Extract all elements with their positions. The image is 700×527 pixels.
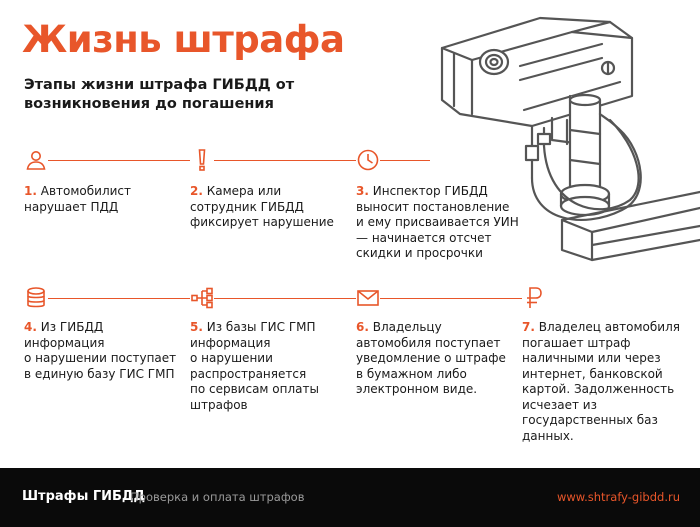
footer-tagline: Проверка и оплата штрафов [130, 490, 305, 504]
step-number: 5. [190, 320, 203, 334]
step-text-line: погашает штраф [522, 335, 631, 350]
ruble-icon [522, 286, 546, 310]
step-text-line: в бумажном либо [356, 366, 467, 381]
timeline-line [24, 298, 524, 299]
step-text-line: информация [24, 335, 105, 350]
step-number: 2. [190, 184, 203, 198]
step-text-line: — начинается отсчет [356, 230, 492, 245]
timeline-line [24, 160, 430, 161]
step-number: 6. [356, 320, 369, 334]
person-icon [24, 148, 48, 172]
timeline-row-2 [24, 286, 700, 310]
step-text-line: картой. Задолженность [522, 382, 675, 396]
step-text-line: о нарушении поступает [24, 351, 177, 365]
step-number: 3. [356, 184, 369, 198]
step-text-line: выносит постановление [356, 199, 510, 214]
step-text-line: и ему присваивается УИН [356, 215, 519, 229]
timeline-row-1 [24, 148, 700, 172]
step-text-line: данных. [522, 428, 574, 443]
page-title: Жизнь штрафа [22, 18, 345, 61]
step-text-line: нарушает ПДД [24, 199, 119, 214]
envelope-icon [356, 286, 380, 310]
step-text-line: Камера или [206, 184, 282, 198]
step-text-line: в единую базу ГИС ГМП [24, 366, 175, 381]
clock-icon [356, 148, 380, 172]
step-text-line: уведомление о штрафе [356, 351, 506, 365]
database-icon [24, 286, 48, 310]
exclamation-icon [190, 148, 214, 172]
step-number: 4. [24, 320, 37, 334]
footer-site-link[interactable]: www.shtrafy-gibdd.ru [556, 490, 680, 504]
page-subtitle: Этапы жизни штрафа ГИБДД от возникновени… [24, 77, 295, 112]
step-text-line: сотрудник ГИБДД [190, 199, 304, 214]
step-text-line: Автомобилист [40, 184, 132, 198]
step-text-line: исчезает из [522, 397, 597, 412]
network-icon [190, 286, 214, 310]
step-text-line: скидки и просрочки [356, 246, 483, 260]
step-text-line: распространяется [190, 366, 307, 381]
step-text-line: интернет, банковской [522, 366, 663, 381]
step-text-line: наличными или через [522, 351, 661, 365]
step-number: 1. [24, 184, 37, 198]
step-text-line: государственных баз [522, 413, 658, 427]
footer-bar: Штрафы ГИБДД Проверка и оплата штрафов w… [0, 468, 700, 527]
step-text-line: Инспектор ГИБДД [372, 184, 488, 198]
step-number: 7. [522, 320, 535, 334]
camera-illustration [440, 16, 700, 262]
step-text-line: фиксирует нарушение [190, 215, 334, 229]
step-text-line: Из ГИБДД [40, 320, 104, 334]
step-text-line: о нарушении [190, 351, 273, 365]
step-text-line: автомобиля поступает [356, 335, 501, 350]
step-text-line: Владелец автомобиля [538, 320, 680, 334]
step-text-line: информация [190, 335, 271, 350]
step-text-line: электронном виде. [356, 382, 478, 396]
step-text-line: Из базы ГИС ГМП [206, 320, 316, 334]
step-text-line: штрафов [190, 397, 248, 412]
step-text-line: по сервисам оплаты [190, 382, 319, 396]
step-text-line: Владельцу [372, 320, 442, 334]
footer-brand: Штрафы ГИБДД [22, 489, 146, 504]
